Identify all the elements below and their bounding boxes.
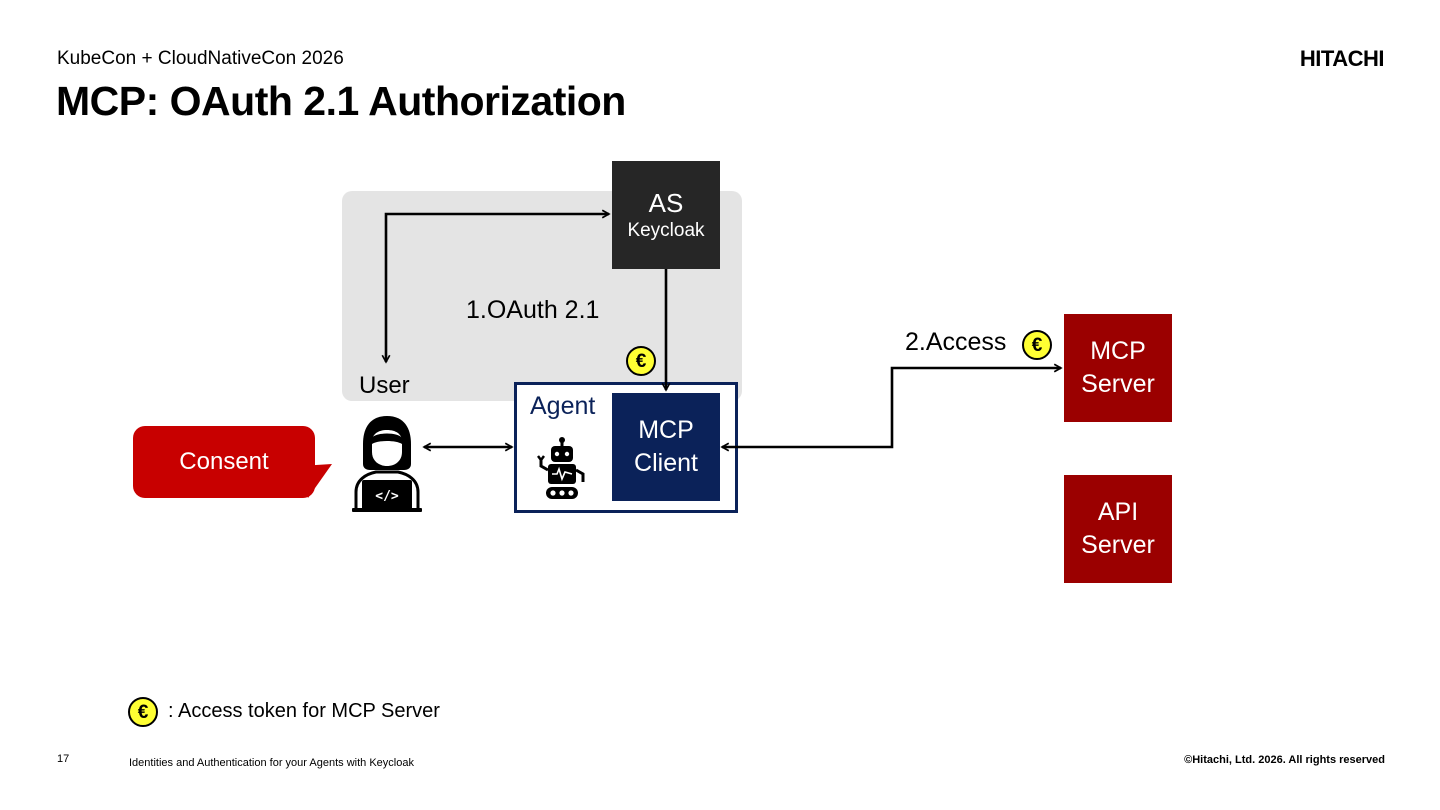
legend-text: : Access token for MCP Server [168, 700, 440, 722]
mcp-server-line2: Server [1081, 370, 1155, 398]
event-subtitle: KubeCon + CloudNativeCon 2026 [57, 48, 344, 69]
legend-token-euro-icon: € [128, 697, 158, 727]
as-box-subtitle: Keycloak [627, 220, 705, 241]
oauth-step-label: 1.OAuth 2.1 [466, 296, 600, 324]
user-developer-icon: </> [352, 416, 422, 512]
mcp-client-line2: Client [634, 449, 698, 477]
page-title: MCP: OAuth 2.1 Authorization [56, 78, 626, 124]
token-euro-icon: € [1022, 330, 1052, 360]
token-euro-icon: € [626, 346, 656, 376]
api-server-line2: Server [1081, 531, 1155, 559]
mcp-client-box: MCP Client [612, 393, 720, 501]
mcp-server-box: MCP Server [1064, 314, 1172, 422]
user-label: User [359, 372, 410, 399]
consent-callout: Consent [133, 426, 315, 498]
page-number: 17 [57, 753, 70, 765]
mcp-server-line1: MCP [1090, 337, 1146, 365]
copyright-text: ©Hitachi, Ltd. 2026. All rights reserved [1184, 754, 1385, 766]
svg-text:</>: </> [375, 489, 399, 504]
access-arrow [722, 368, 1061, 447]
authorization-server-box: AS Keycloak [612, 161, 720, 269]
footer-text: Identities and Authentication for your A… [129, 757, 414, 769]
access-step-label: 2.Access [905, 328, 1007, 356]
api-server-line1: API [1097, 498, 1139, 526]
hitachi-logo: HITACHI [1299, 46, 1385, 71]
robot-icon [537, 437, 585, 499]
agent-label: Agent [530, 392, 596, 420]
mcp-client-line1: MCP [638, 416, 694, 444]
api-server-box: API Server [1064, 475, 1172, 583]
as-box-title: AS [648, 188, 684, 218]
